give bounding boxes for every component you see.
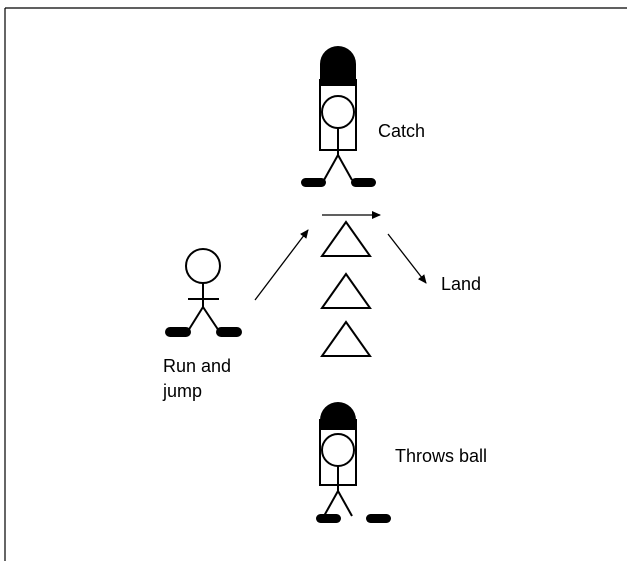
- hurdle-triangle-2: [320, 272, 372, 309]
- run-arrow: [254, 229, 309, 301]
- run-label-line1: Run and: [163, 356, 232, 376]
- jumper-head: [185, 248, 221, 284]
- land-label: Land: [441, 274, 482, 294]
- thrower-figure: [316, 402, 391, 523]
- run-label-line2: jump: [163, 381, 203, 401]
- catcher-head: [321, 95, 355, 129]
- hurdle-triangle-1: [320, 220, 372, 257]
- catcher-figure: [301, 46, 376, 187]
- jumper-figure: [165, 248, 242, 337]
- throws-label: Throws ball: [395, 446, 488, 466]
- catch-label: Catch: [378, 121, 426, 141]
- thrower-head: [321, 433, 355, 467]
- land-arrow: [387, 233, 427, 284]
- hurdle-triangle-3: [320, 320, 372, 357]
